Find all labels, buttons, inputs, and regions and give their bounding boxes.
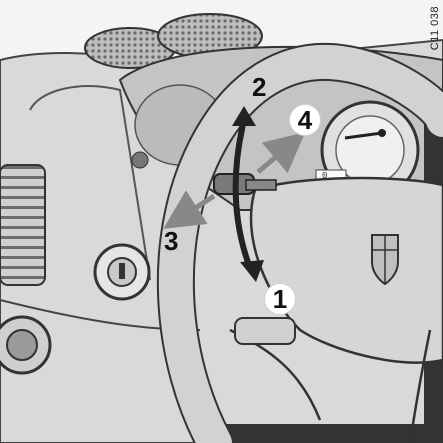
callout-1: 1 [264,283,296,315]
callout-4: 4 [289,104,321,136]
callout-2: 2 [252,74,266,100]
cruise-control-stalk [246,180,276,190]
vent-knob-inner [7,330,37,360]
ignition-keyslot [119,263,125,279]
cluster-hub [378,129,386,137]
cluster-pin [132,152,148,168]
air-vent [0,165,45,285]
lower-switch [235,318,295,344]
callout-3: 3 [164,228,178,254]
figure-reference-code: C11 038 [429,6,441,50]
odometer-readout: 0 [322,171,327,181]
